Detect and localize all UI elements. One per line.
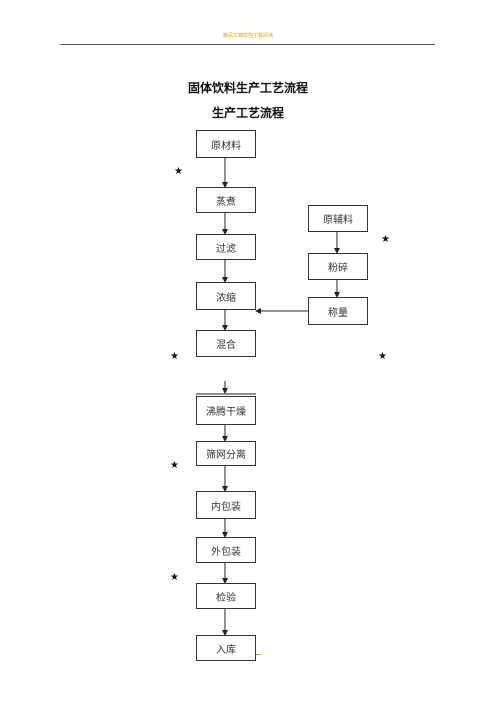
ccp-star-icon: ★ <box>170 351 179 362</box>
node-label: 筛网分离 <box>206 450 246 461</box>
node-label: 检验 <box>216 592 236 604</box>
ccp-star-icon: ★ <box>381 234 390 245</box>
ccp-star-icon: ★ <box>174 166 183 177</box>
node-label: 浓缩 <box>216 292 236 304</box>
node-label: 外包装 <box>211 546 241 558</box>
node-label: 原辅料 <box>323 215 353 226</box>
node-label: 称量 <box>328 307 348 319</box>
node-auxiliary-material: 原辅料 <box>308 205 368 232</box>
ccp-star-icon: ★ <box>170 572 179 583</box>
node-outer-packing: 外包装 <box>196 537 256 563</box>
corner-mark <box>256 654 261 655</box>
node-label: 蒸煮 <box>216 196 236 208</box>
node-label: 入库 <box>216 644 236 656</box>
node-sieve-separation: 筛网分离 <box>196 441 256 466</box>
node-label: 原材料 <box>211 140 241 152</box>
node-inner-packing: 内包装 <box>196 491 256 519</box>
node-label: 内包装 <box>211 501 241 513</box>
node-inspection: 检验 <box>196 583 256 609</box>
node-label: 过滤 <box>216 243 236 255</box>
node-mixing: 混合 <box>196 330 256 357</box>
ccp-star-icon: ★ <box>378 351 387 362</box>
node-label: 粉碎 <box>328 263 348 274</box>
flowchart-title: 生产工艺流程 <box>211 106 284 120</box>
node-concentrating: 浓缩 <box>196 282 256 310</box>
document-title: 固体饮料生产工艺流程 <box>187 81 308 95</box>
node-raw-material: 原材料 <box>196 130 256 158</box>
header-divider <box>60 44 435 45</box>
node-label: 混合 <box>216 340 236 351</box>
node-steaming: 蒸煮 <box>196 187 256 213</box>
node-weighing: 称量 <box>308 297 368 325</box>
node-fluid-drying: 沸腾干燥 <box>196 396 256 425</box>
ccp-star-icon: ★ <box>170 460 179 471</box>
node-label: 沸腾干燥 <box>206 407 246 418</box>
node-filtering: 过滤 <box>196 234 256 260</box>
node-crushing: 粉碎 <box>308 253 368 280</box>
document-header: 精品文档欢迎下载阅读 <box>222 33 273 39</box>
node-warehousing: 入库 <box>196 635 256 661</box>
